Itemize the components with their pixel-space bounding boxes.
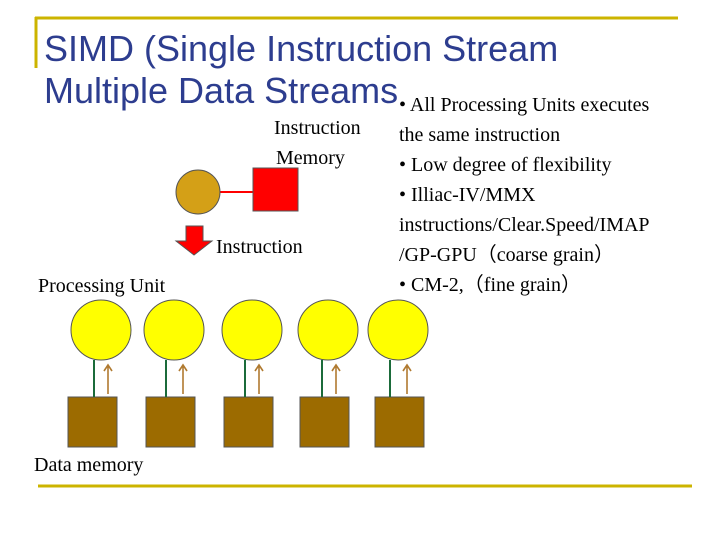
memory-arrow-1 (103, 363, 113, 394)
memory-arrows (103, 363, 412, 394)
processing-units (70, 299, 429, 361)
instruction-memory-label-1: Instruction (274, 117, 361, 139)
title-line-2: Multiple Data Streams (44, 70, 399, 111)
controller-unit (175, 169, 221, 215)
instruction-label: Instruction (216, 236, 303, 258)
data-memory-label: Data memory (34, 454, 144, 476)
memory-arrow-4 (331, 363, 341, 394)
bullet-line-5: instructions/Clear.Speed/IMAP (399, 214, 650, 236)
bullet-line-2: the same instruction (399, 124, 561, 146)
memory-arrow-3 (254, 363, 264, 394)
memory-arrow-2 (178, 363, 188, 394)
slide-title: SIMD (Single Instruction Stream Multiple… (44, 28, 558, 112)
data-memory-block-2 (145, 396, 196, 448)
data-memory-block-5 (374, 396, 425, 448)
processing-unit-1 (70, 299, 132, 361)
processing-unit-4 (297, 299, 359, 361)
data-memory-blocks (67, 396, 425, 448)
processing-unit-5 (367, 299, 429, 361)
bullet-line-4: • Illiac-IV/MMX (399, 184, 536, 206)
bullet-line-6: /GP-GPU（coarse grain） (399, 244, 614, 266)
processing-unit-3 (221, 299, 283, 361)
bullet-line-3: • Low degree of flexibility (399, 154, 612, 176)
memory-arrow-5 (402, 363, 412, 394)
title-line-1: SIMD (Single Instruction Stream (44, 28, 559, 69)
data-memory-block-3 (223, 396, 274, 448)
instruction-memory-label-2: Memory (276, 147, 345, 169)
processing-unit-2 (143, 299, 205, 361)
processing-unit-label: Processing Unit (38, 275, 166, 297)
bullet-line-1: • All Processing Units executes (399, 94, 650, 116)
data-memory-block-1 (67, 396, 118, 448)
instruction-memory-box (252, 167, 299, 212)
instruction-broadcast-arrow (174, 225, 214, 256)
bullet-line-7: • CM-2,（fine grain） (399, 274, 581, 296)
bullet-list: • All Processing Units executes the same… (399, 90, 650, 300)
memory-links (93, 360, 391, 397)
data-memory-block-4 (299, 396, 350, 448)
